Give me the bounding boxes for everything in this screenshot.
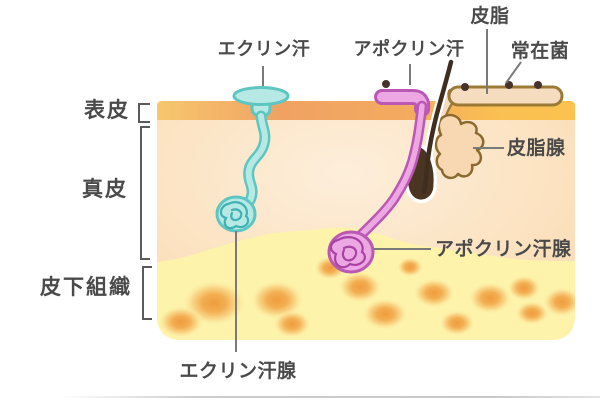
label-apocrine-gland: アポクリン汗腺 [435, 239, 572, 260]
label-eccrine-gland: エクリン汗腺 [179, 361, 297, 382]
epidermis-bracket [138, 103, 150, 123]
eccrine-pore-cap [232, 86, 290, 106]
skin-block [157, 101, 575, 340]
eccrine-sweat-gland [215, 86, 290, 233]
layer-brackets [138, 103, 152, 320]
sebum-surface-band [447, 81, 564, 107]
bacteria-pointer [505, 61, 522, 84]
label-dermis: 真皮 [82, 178, 128, 201]
subcutaneous-bracket [142, 266, 152, 320]
apocrine-sweat-gland [327, 80, 431, 274]
bacterium-dot [534, 81, 542, 89]
hair-shaft [421, 59, 454, 195]
label-apocrine-sweat: アポクリン汗 [353, 39, 465, 59]
label-resident-bacteria: 常在菌 [510, 41, 570, 62]
sebum-band-shape [447, 85, 564, 107]
bottom-divider [60, 396, 600, 398]
label-sebum: 皮脂 [470, 6, 510, 27]
pointer-lines [235, 29, 522, 352]
bacterium-dot [382, 80, 390, 88]
label-sebaceous-gland: 皮脂腺 [507, 138, 566, 159]
label-eccrine-sweat: エクリン汗 [217, 39, 311, 59]
label-epidermis: 表皮 [84, 99, 130, 122]
dermis-bracket [140, 126, 150, 260]
label-subcutaneous: 皮下組織 [40, 276, 132, 299]
bacterium-dot [461, 83, 469, 91]
sebaceous-gland-shape [434, 113, 485, 180]
